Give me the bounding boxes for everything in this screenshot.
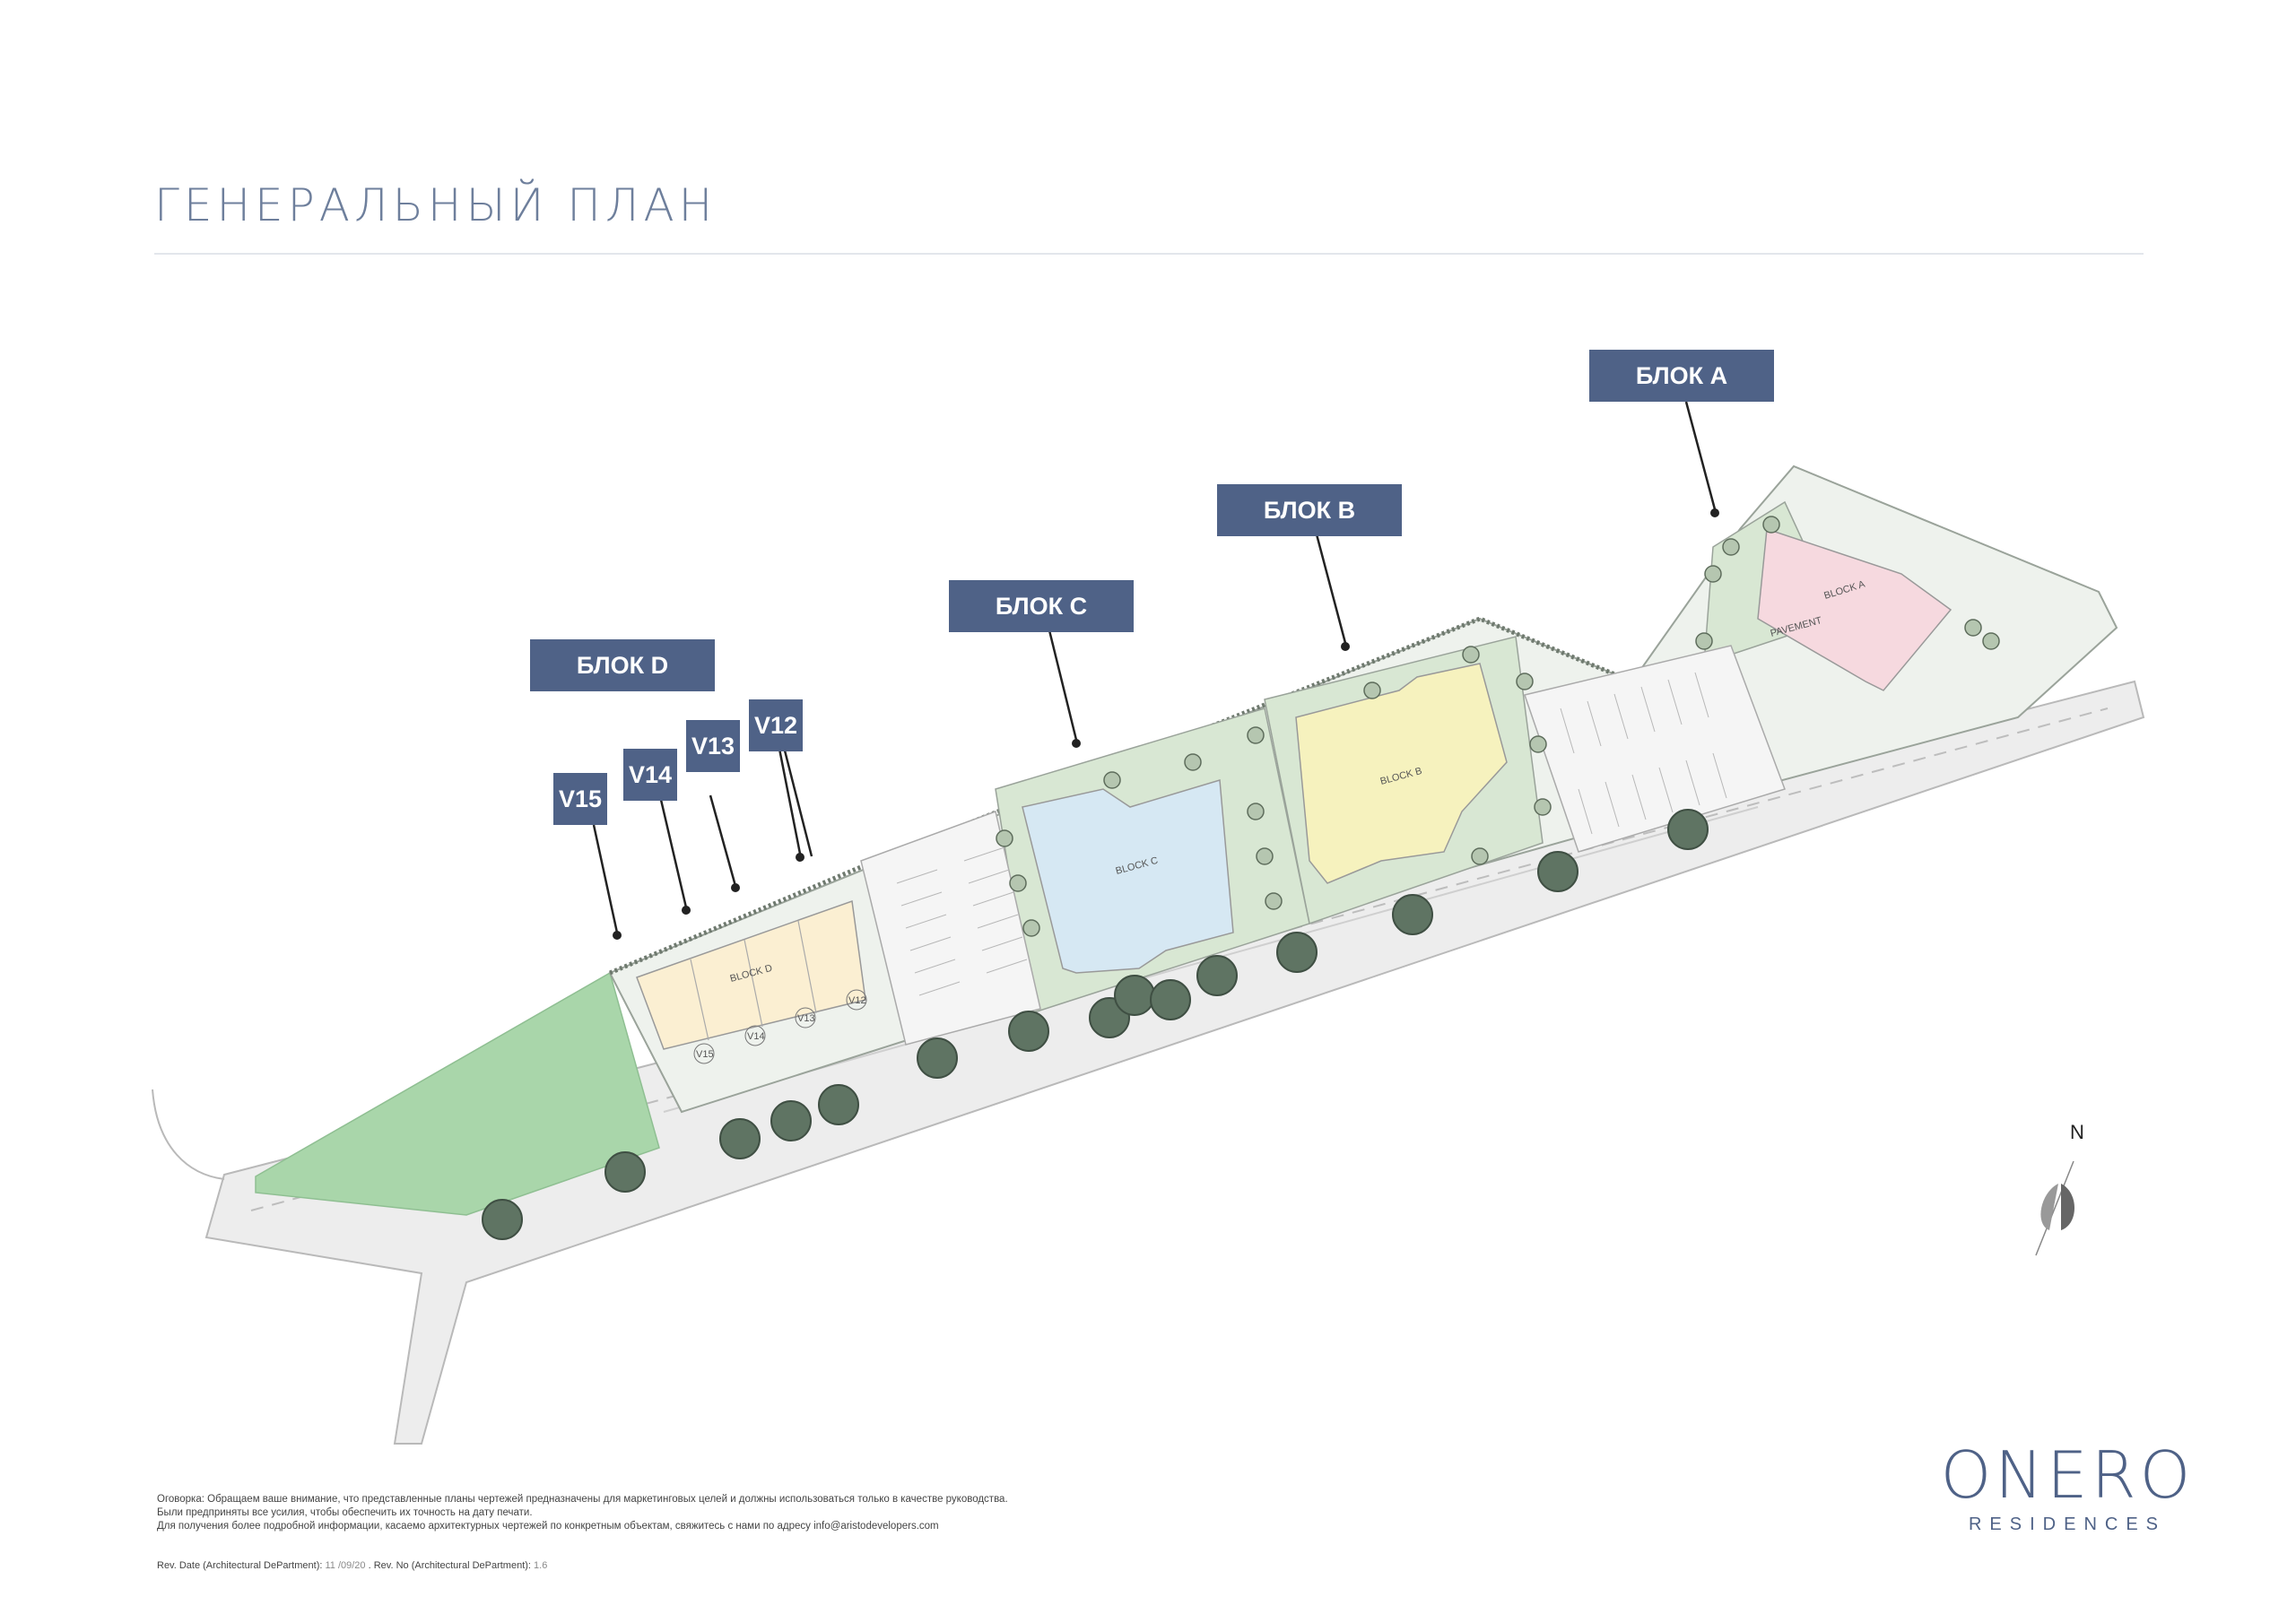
page-title: ГЕНЕРАЛЬНЫЙ ПЛАН xyxy=(154,179,718,231)
green-area xyxy=(255,971,660,1216)
label-villa-v12: V12 xyxy=(848,995,866,1006)
disclaimer-line-2: Были предприняты все усилия, чтобы обесп… xyxy=(157,1507,533,1518)
callout-v15: V15 xyxy=(553,773,607,825)
rev-no-value: 1.6 xyxy=(534,1560,548,1571)
rev-date-value: 11 /09/20 xyxy=(325,1560,366,1571)
rev-separator: . xyxy=(368,1560,371,1571)
callout-v13: V13 xyxy=(686,720,740,772)
callout-block-a: БЛОК A xyxy=(1589,350,1774,402)
callout-dots xyxy=(613,508,1719,940)
callout-block-b: БЛОК B xyxy=(1217,484,1402,536)
block-b-footprint xyxy=(1295,663,1508,884)
callout-block-d: БЛОК D xyxy=(530,639,715,691)
main-road xyxy=(204,680,2145,1445)
parking-ab xyxy=(1524,645,1786,853)
villa-markers: V15 V14 V13 V12 xyxy=(693,989,867,1064)
label-villa-v14: V14 xyxy=(747,1031,765,1042)
onero-logo: ONERO RESIDENCES xyxy=(1915,1439,2220,1535)
block-a-footprint xyxy=(1757,527,1952,691)
parking-stalls xyxy=(896,672,1727,996)
callout-leaders xyxy=(592,401,1717,933)
villa-dividers xyxy=(690,920,817,1041)
label-villa-v13: V13 xyxy=(797,1013,815,1024)
revision-info: Rev. Date (Architectural DePartment): 11… xyxy=(157,1560,547,1571)
side-road xyxy=(152,1089,225,1180)
road-centerline xyxy=(250,707,2109,1211)
rev-date-label: Rev. Date (Architectural DePartment): xyxy=(157,1560,323,1571)
street-trees xyxy=(482,809,1709,1240)
logo-sub-text: RESIDENCES xyxy=(1968,1515,2167,1534)
compass-icon xyxy=(2035,1160,2074,1256)
compass-north-label: N xyxy=(2070,1121,2084,1143)
parking-cd xyxy=(860,811,1041,1046)
callout-v14: V14 xyxy=(623,749,677,801)
title-divider xyxy=(154,253,2144,255)
block-d-footprint xyxy=(636,899,866,1050)
callout-block-c: БЛОК C xyxy=(949,580,1134,632)
logo-main-text: ONERO xyxy=(1940,1437,2195,1513)
disclaimer-line-3: Для получения более подробной информации… xyxy=(157,1521,939,1532)
block-c-footprint xyxy=(1022,779,1234,974)
callout-v12: V12 xyxy=(749,699,803,751)
label-villa-v15: V15 xyxy=(696,1049,714,1060)
disclaimer: Оговорка: Обращаем ваше внимание, что пр… xyxy=(157,1493,1233,1533)
rev-no-label: Rev. No (Architectural DePartment): xyxy=(373,1560,531,1571)
disclaimer-line-1: Оговорка: Обращаем ваше внимание, что пр… xyxy=(157,1494,1008,1505)
landscape-trees xyxy=(996,516,2000,937)
